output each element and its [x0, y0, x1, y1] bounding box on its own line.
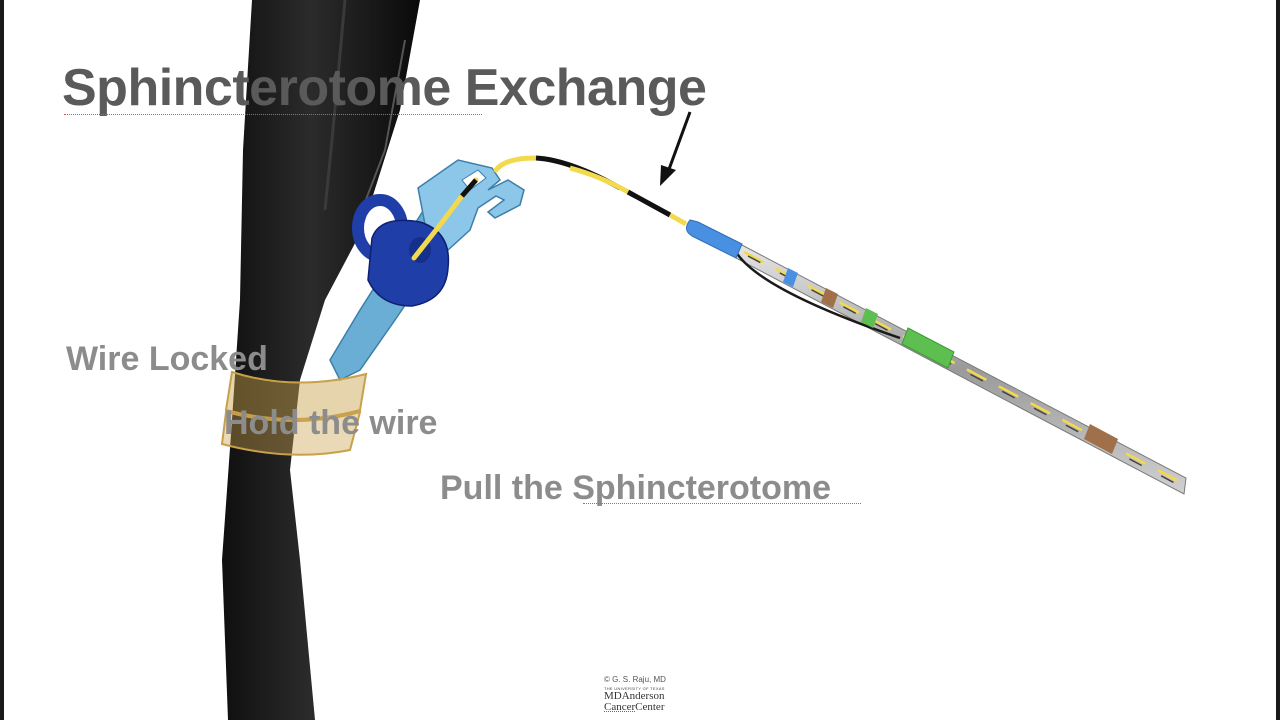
guidewire-yellow-tip — [668, 212, 688, 227]
catheter-blue-tip — [686, 219, 743, 259]
cutting-wire — [734, 251, 901, 340]
pointer-arrow-shaft — [666, 111, 692, 173]
credit-center: Center — [635, 701, 665, 713]
scope-band-upper — [224, 370, 368, 420]
catheter-band-blue — [783, 268, 798, 287]
wire-lock-clip — [417, 159, 525, 251]
endoscope-body — [222, 0, 420, 720]
label-wire-locked: Wire Locked — [66, 340, 268, 378]
credit-institution-line1: MDAnderson — [604, 690, 665, 702]
guidewire-black-segment-1 — [460, 178, 478, 198]
catheter-band-green-large — [901, 327, 955, 369]
catheter-band-green-small — [861, 308, 878, 328]
credit-cancer: Cancer — [604, 701, 636, 713]
right-frame-edge — [1276, 0, 1280, 720]
left-frame-edge — [0, 0, 4, 720]
spellcheck-underline — [64, 114, 482, 115]
pointer-arrow-head — [660, 165, 676, 186]
credit-institution-line2: CancerCenter — [604, 702, 684, 713]
guidewire-yellow-segment — [569, 165, 630, 195]
scope-band-lower — [220, 410, 362, 456]
endoscope-bevel — [359, 39, 406, 216]
guidewire-loop — [493, 155, 539, 173]
guidewire-black-segment-3 — [626, 189, 672, 218]
label-hold-the-wire: Hold the wire — [224, 404, 438, 442]
credit-university: THE UNIVERSITY OF TEXAS — [604, 686, 665, 691]
credit-author: © G. S. Raju, MD — [604, 675, 666, 684]
credit-block: © G. S. Raju, MD THE UNIVERSITY OF TEXAS… — [604, 675, 684, 713]
sphincterotome-catheter — [735, 243, 1187, 495]
slide-title: Sphincterotome Exchange — [62, 59, 707, 117]
spellcheck-underline-2 — [583, 503, 861, 504]
endoscope-edge-highlight — [323, 0, 347, 211]
catheter-band-brown-1 — [821, 288, 838, 308]
catheter-band-brown-2 — [1084, 424, 1118, 454]
label-pull-sphincterotome: Pull the Sphincterotome — [440, 469, 832, 507]
